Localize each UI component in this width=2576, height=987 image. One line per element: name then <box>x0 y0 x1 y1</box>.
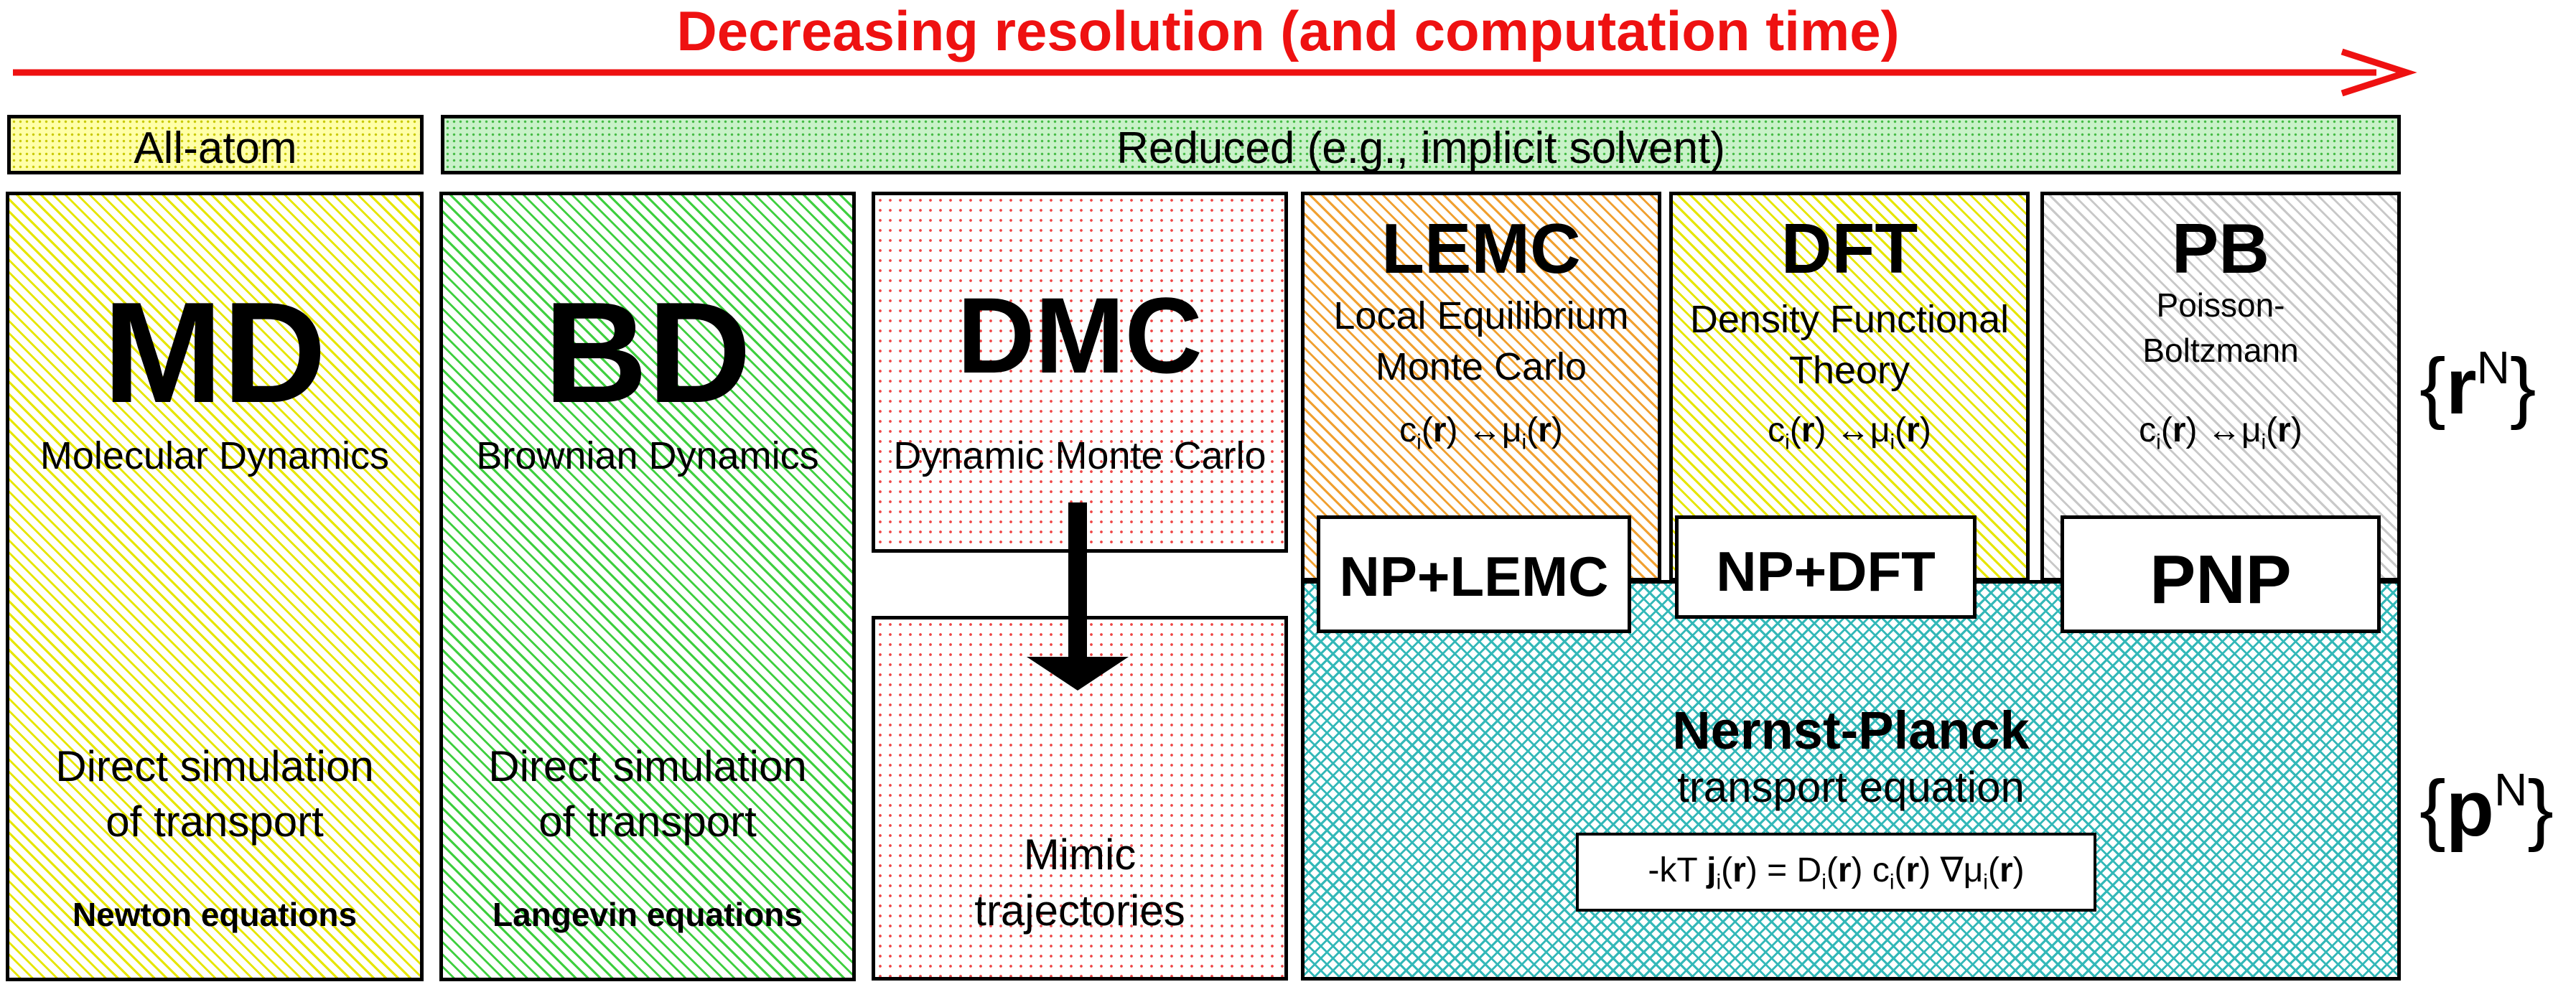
pb-relation: ci(r) ↔μi(r) <box>2139 411 2302 454</box>
np-dft-label: NP+DFT <box>1716 540 1936 603</box>
np-lemc-label: NP+LEMC <box>1339 545 1609 608</box>
dmc-down-arrow <box>1027 502 1129 691</box>
arrow-label: Decreasing resolution (and computation t… <box>676 0 1900 62</box>
nernst-planck-box <box>1301 580 2401 981</box>
pb-name-line1: Poisson- <box>2156 286 2285 324</box>
dmc-name: Dynamic Monte Carlo <box>893 434 1266 477</box>
bd-box: BD Brownian Dynamics Direct simulation o… <box>439 192 856 981</box>
dft-name-line2: Theory <box>1788 349 1910 392</box>
md-desc-line1: Direct simulation <box>55 742 374 790</box>
mimic-line2: trajectories <box>974 887 1185 935</box>
dft-abbr: DFT <box>1781 209 1918 288</box>
nernst-planck-subtitle: transport equation <box>1677 763 2025 811</box>
rN-label: {rN} <box>2419 342 2537 431</box>
np-lemc-box: NP+LEMC <box>1317 515 1631 633</box>
md-name: Molecular Dynamics <box>39 434 390 477</box>
md-box: MD Molecular Dynamics Direct simulation … <box>6 192 424 981</box>
lemc-abbr: LEMC <box>1381 209 1581 288</box>
md-desc-line2: of transport <box>106 797 324 846</box>
nernst-planck-equation: -kT ji(r) = Di(r) ci(r) ∇μi(r) <box>1576 833 2096 912</box>
nernst-planck-title: Nernst-Planck <box>1672 701 2030 760</box>
bd-abbr: BD <box>543 273 752 433</box>
bd-name: Brownian Dynamics <box>476 434 819 477</box>
pb-name-line2: Boltzmann <box>2142 332 2299 369</box>
pN-label: {pN} <box>2419 764 2554 853</box>
bd-desc-line1: Direct simulation <box>488 742 807 790</box>
dmc-abbr: DMC <box>957 275 1203 396</box>
all-atom-label: All-atom <box>134 123 297 173</box>
lemc-name-line1: Local Equilibrium <box>1333 294 1629 337</box>
mimic-line1: Mimic <box>1023 831 1137 879</box>
lemc-relation: ci(r) ↔μi(r) <box>1399 411 1563 454</box>
md-abbr: MD <box>103 273 327 433</box>
pb-abbr: PB <box>2171 209 2270 288</box>
np-dft-box: NP+DFT <box>1675 515 1977 619</box>
bd-desc-line2: of transport <box>538 797 757 846</box>
pnp-label: PNP <box>2150 541 2292 618</box>
pnp-box: PNP <box>2061 515 2381 633</box>
nernst-planck-formula: -kT ji(r) = Di(r) ci(r) ∇μi(r) <box>1648 851 2025 894</box>
all-atom-header: All-atom <box>7 115 424 174</box>
dmc-box: DMC Dynamic Monte Carlo <box>872 192 1288 553</box>
dft-name-line1: Density Functional <box>1689 298 2010 341</box>
lemc-name-line2: Monte Carlo <box>1375 345 1587 388</box>
reduced-header: Reduced (e.g., implicit solvent) <box>441 115 2401 174</box>
reduced-label: Reduced (e.g., implicit solvent) <box>1116 123 1725 173</box>
md-method: Newton equations <box>72 896 358 933</box>
dft-relation: ci(r) ↔μi(r) <box>1768 411 1931 454</box>
resolution-arrow <box>13 48 2417 97</box>
bd-method: Langevin equations <box>493 896 803 933</box>
